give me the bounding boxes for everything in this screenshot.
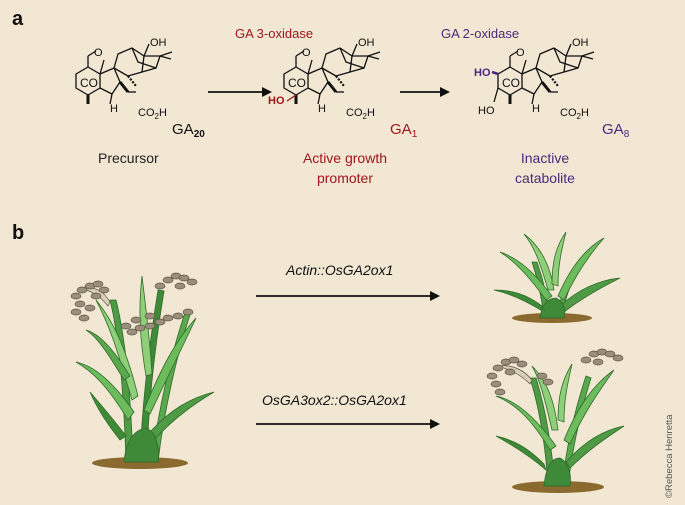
atom-h: H [318, 103, 326, 115]
active-caption-line2: promoter [316, 170, 374, 186]
rice-plant-icon [70, 272, 215, 469]
construct-osga3ox2-label: OsGA3ox2::OsGA2ox1 [262, 392, 407, 408]
panicle-icon [70, 272, 198, 336]
inactive-caption-line1: Inactive [520, 150, 570, 166]
atom-ho-black: HO [478, 105, 495, 117]
precursor-caption: Precursor [98, 150, 159, 166]
active-caption: Active growth promoter [285, 148, 405, 188]
arrow-right-icon [256, 291, 440, 301]
atom-h: H [110, 103, 118, 115]
atom-oh: OH [150, 37, 167, 49]
rice-plant-icon [486, 348, 625, 493]
atom-oh: OH [358, 37, 375, 49]
inactive-caption: Inactive catabolite [500, 148, 590, 188]
inactive-caption-line2: catabolite [515, 170, 575, 186]
enzyme-ga2-oxidase: GA 2-oxidase [441, 26, 520, 41]
panicle-icon [486, 348, 624, 396]
atom-ho-red: HO [268, 95, 285, 107]
panel-a-label: a [12, 8, 24, 30]
molecule-ga1: O CO OH HO H CO2H GA1 [268, 37, 418, 140]
atom-co2h: CO2H [346, 107, 375, 121]
atom-co2h: CO2H [138, 107, 167, 121]
soil-icon [92, 457, 188, 469]
atom-h: H [532, 103, 540, 115]
atom-co: CO [502, 76, 520, 90]
ga8-name: GA8 [602, 121, 630, 140]
enzyme-ga3-oxidase: GA 3-oxidase [235, 26, 314, 41]
panel-b-label: b [12, 222, 25, 244]
atom-o: O [302, 47, 311, 59]
arrow-right-icon [256, 419, 440, 429]
molecule-ga8: O CO OH HO HO H CO2H GA8 [474, 37, 630, 140]
atom-co: CO [80, 76, 98, 90]
atom-co2h: CO2H [560, 107, 589, 121]
atom-o: O [516, 47, 525, 59]
ga20-name: GA20 [172, 121, 205, 140]
ga1-name: GA1 [390, 121, 418, 140]
active-caption-line1: Active growth [302, 150, 388, 166]
atom-co: CO [288, 76, 306, 90]
soil-icon [512, 481, 604, 493]
atom-ho-purple: HO [474, 67, 491, 79]
rice-plant-icon [493, 231, 621, 323]
atom-o: O [94, 47, 103, 59]
atom-oh: OH [572, 37, 589, 49]
arrow-right-icon [400, 87, 450, 97]
molecule-ga20: O CO OH H CO2H GA20 [74, 37, 205, 140]
construct-actin-label: Actin::OsGA2ox1 [286, 262, 394, 278]
arrow-right-icon [208, 87, 272, 97]
